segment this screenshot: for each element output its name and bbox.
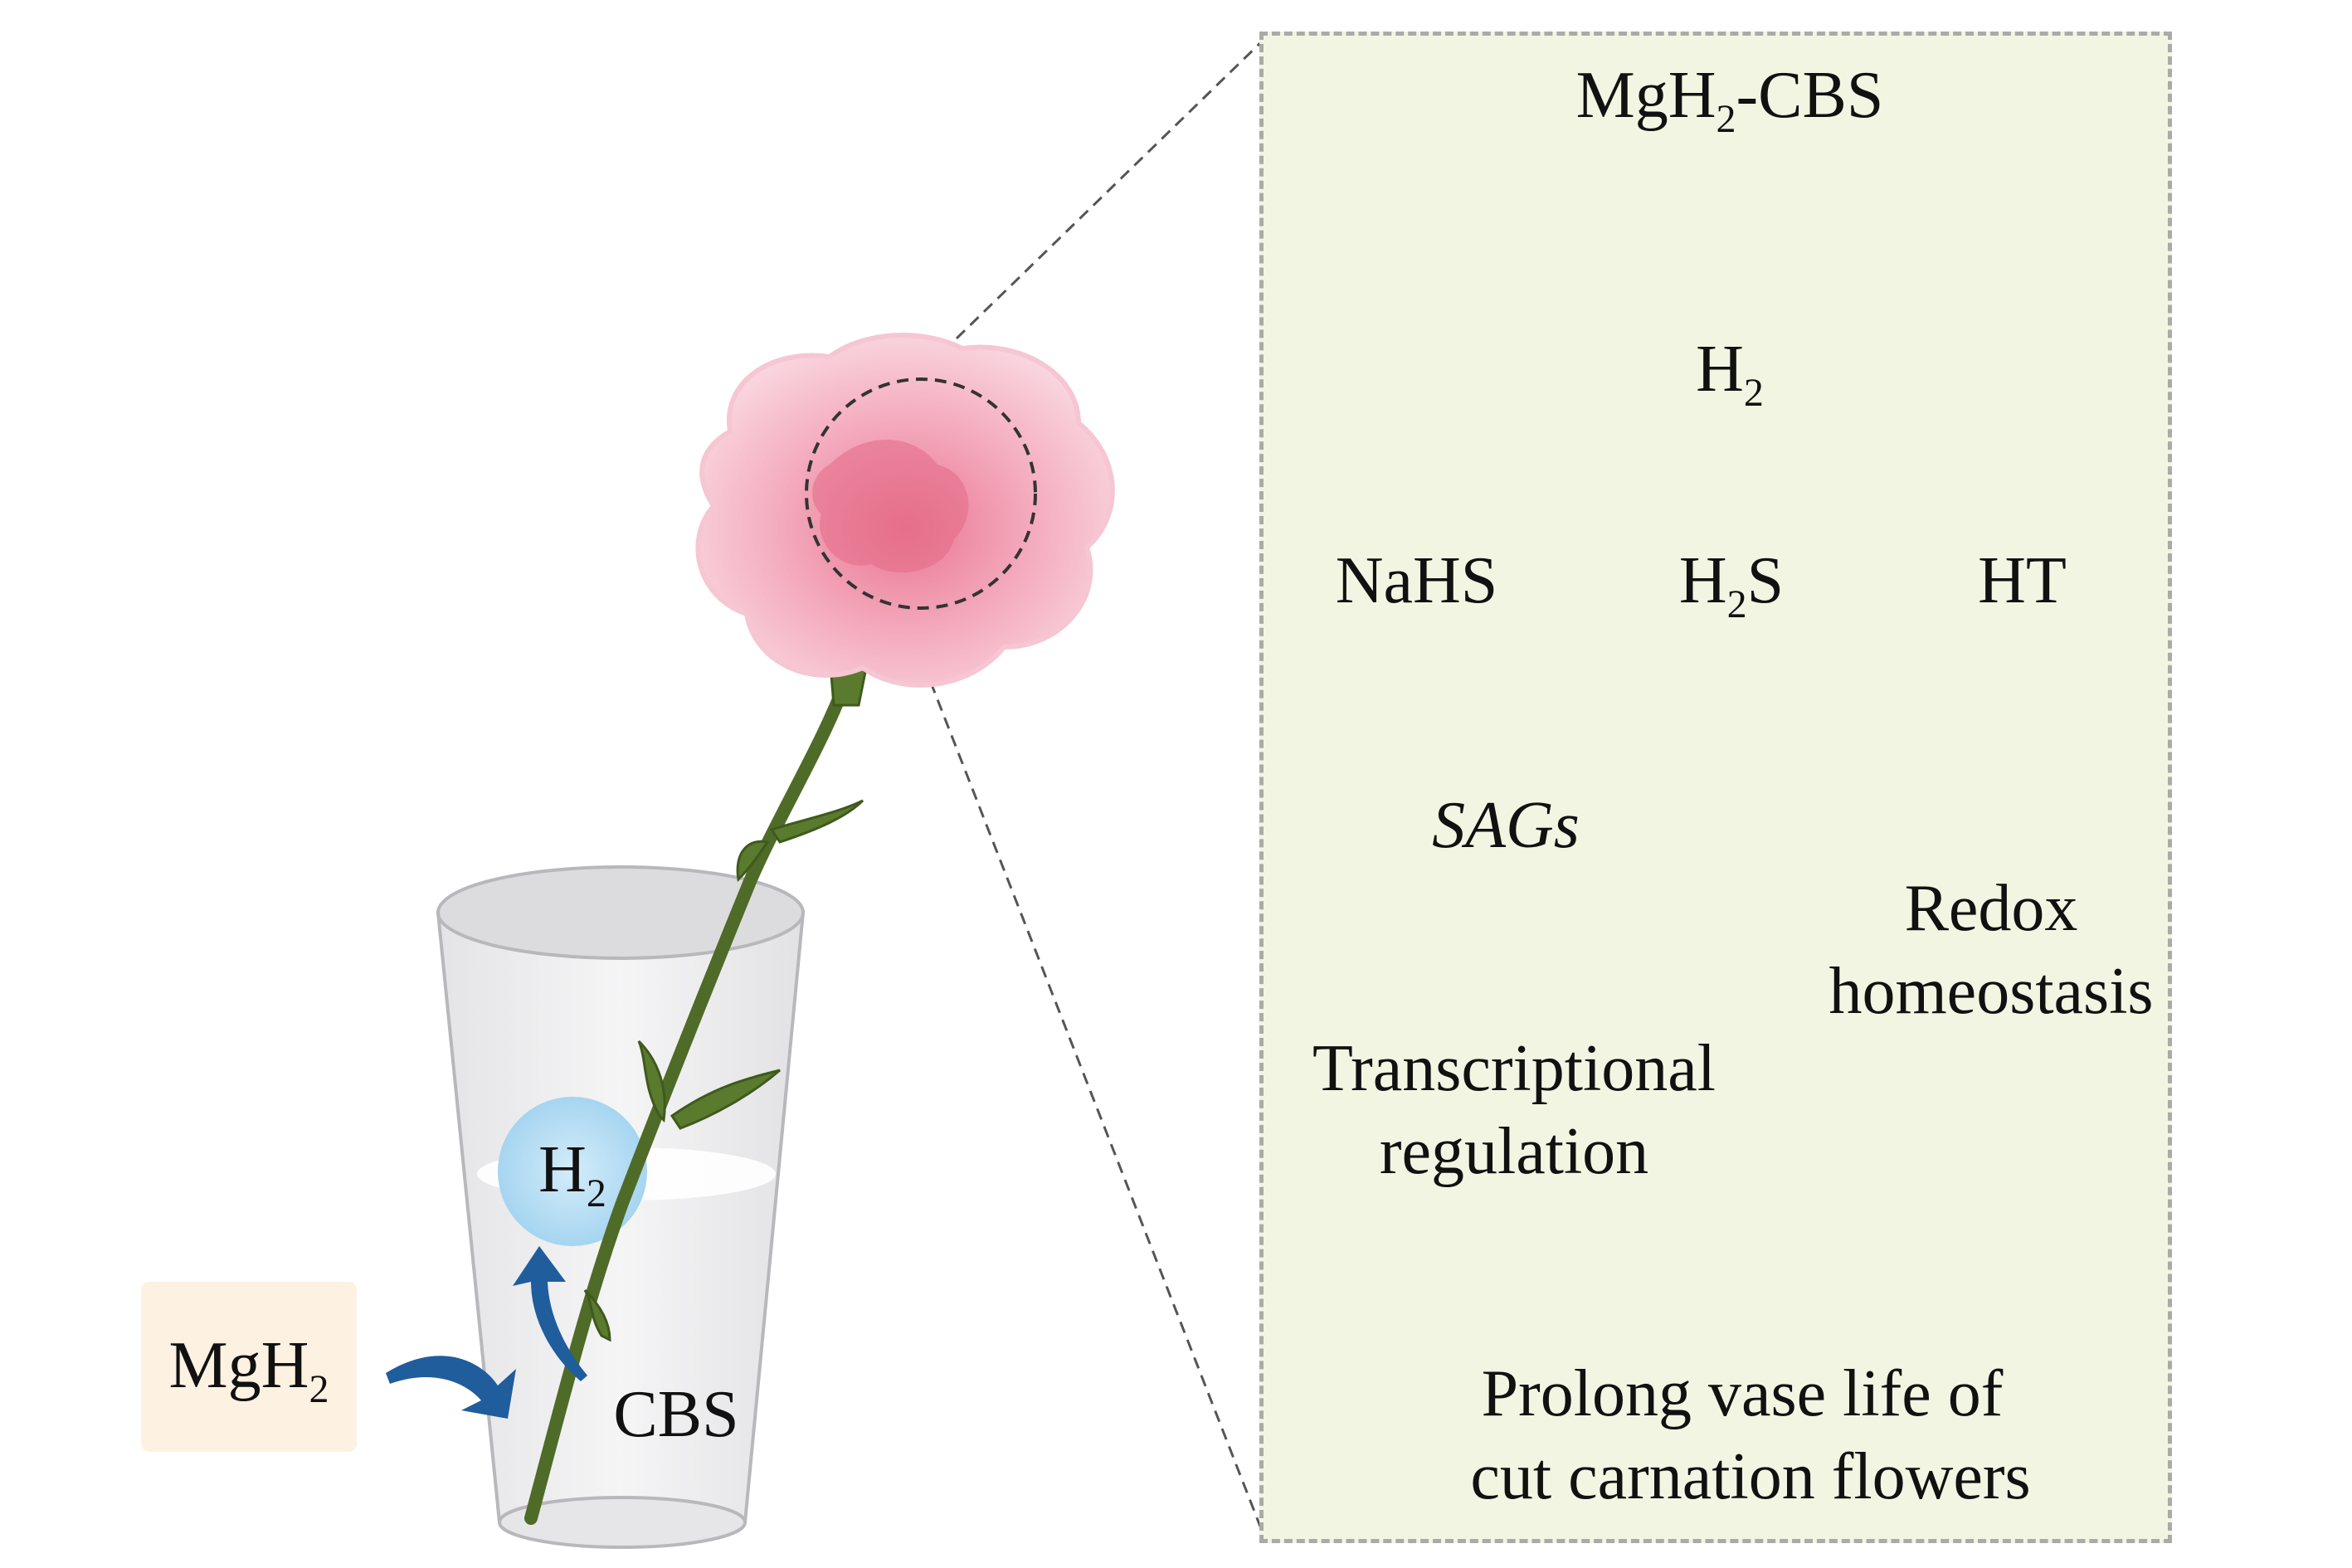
redox-label-line2: homeostasis <box>1829 955 2154 1028</box>
h2-bubble-label: H2 <box>538 1133 606 1215</box>
cbs-label: CBS <box>613 1378 739 1451</box>
ht-label: HT <box>1978 544 2067 617</box>
mgh2-cbs-label: MgH2-CBS <box>1575 59 1884 141</box>
h2-label: H2 <box>1696 333 1764 415</box>
carnation-stem <box>524 644 869 1525</box>
blue-arrows <box>386 1246 587 1419</box>
transcriptional-label-line2: regulation <box>1379 1115 1649 1188</box>
mgh2-reagent-label: MgH2 <box>168 1329 329 1411</box>
nahs-label: NaHS <box>1335 544 1498 617</box>
zoom-circle <box>805 377 1037 610</box>
pathway-panel <box>1259 32 2172 1543</box>
sags-label: SAGs <box>1432 789 1580 862</box>
mgh2-reagent-box <box>141 1282 357 1452</box>
outcome-label-line1: Prolong vase life of <box>1481 1357 2004 1430</box>
h2s-label: H2S <box>1678 544 1785 626</box>
transcriptional-label-line1: Transcriptional <box>1312 1032 1716 1105</box>
carnation-flower <box>695 332 1115 688</box>
redox-label-line1: Redox <box>1904 872 2078 945</box>
zoom-lines <box>894 38 1265 1536</box>
outcome-label-line2: cut carnation flowers <box>1470 1440 2031 1513</box>
h2-bubble <box>498 1097 647 1246</box>
